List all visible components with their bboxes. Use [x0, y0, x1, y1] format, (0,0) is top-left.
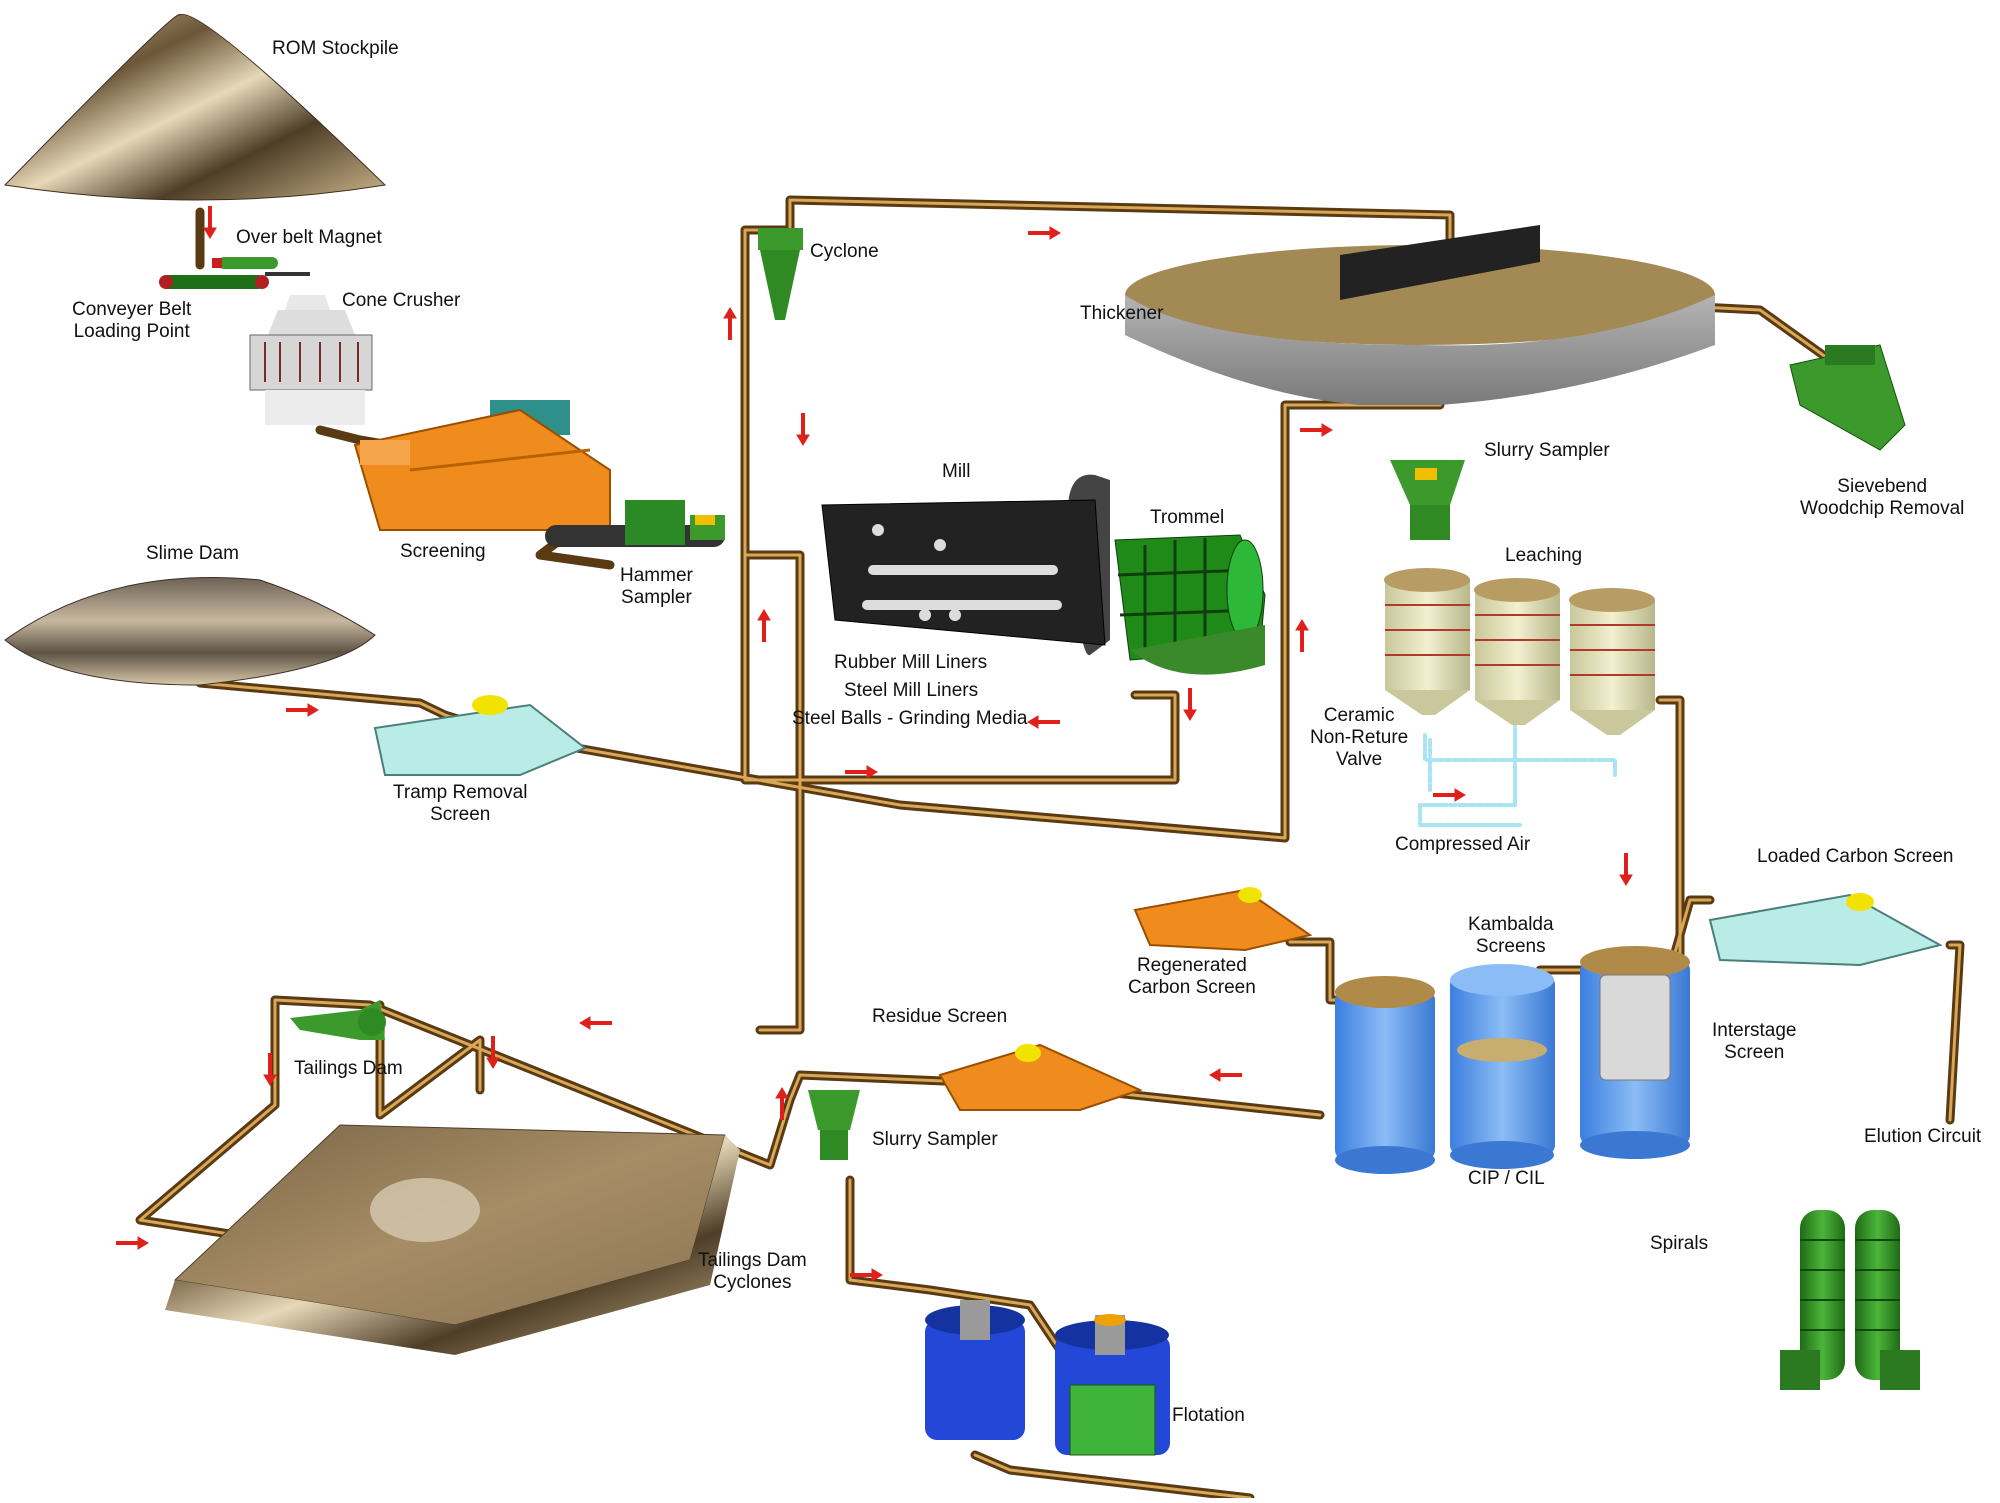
flow-arrow-head — [486, 1057, 500, 1069]
label-tramp-removal-screen: Tramp Removal Screen — [393, 782, 528, 825]
hammer-sampler-unit — [545, 500, 725, 547]
flow-arrow-head — [866, 765, 878, 779]
flow-arrow-head — [757, 609, 771, 621]
flow-arrow-head — [1321, 423, 1333, 437]
loaded-carbon-screen-unit — [1708, 893, 1943, 967]
label-loaded-carbon-screen: Loaded Carbon Screen — [1757, 846, 1954, 867]
flotation-unit — [925, 1300, 1170, 1456]
flow-arrow-head — [1209, 1068, 1221, 1082]
tailings-pump — [290, 1000, 386, 1040]
label-elution-circuit: Elution Circuit — [1864, 1126, 1982, 1147]
spirals-unit — [1780, 1210, 1920, 1390]
label-slurry-sampler-top: Slurry Sampler — [1484, 440, 1610, 461]
label-trommel: Trommel — [1150, 507, 1225, 528]
mill — [821, 474, 1110, 656]
flow-arrow-head — [775, 1087, 789, 1099]
label-spirals: Spirals — [1650, 1233, 1709, 1254]
tailings-dam — [165, 1124, 740, 1355]
label-hammer-sampler: Hammer Sampler — [620, 565, 693, 608]
flow-arrow-head — [1183, 709, 1197, 721]
label-over-belt-magnet: Over belt Magnet — [236, 227, 382, 248]
label-screening: Screening — [400, 541, 486, 562]
thickener — [1125, 225, 1715, 405]
flow-arrows — [116, 206, 1633, 1282]
slime-dam — [4, 577, 376, 686]
label-tailings-dam-cyclones: Tailings Dam Cyclones — [698, 1250, 807, 1293]
flow-arrow-head — [1295, 619, 1309, 631]
trommel — [1114, 534, 1266, 675]
residue-screen-unit — [938, 1043, 1143, 1111]
label-leaching: Leaching — [1505, 545, 1583, 566]
label-regenerated-carbon-screen: Regenerated Carbon Screen — [1128, 955, 1256, 998]
cone-crusher — [249, 295, 373, 425]
label-cyclone: Cyclone — [810, 241, 879, 262]
label-mill: Mill — [942, 461, 971, 482]
label-sievebend: Sievebend Woodchip Removal — [1800, 476, 1965, 519]
compressed-air-line — [1418, 718, 1617, 827]
flow-arrow-head — [263, 1074, 277, 1086]
label-interstage-screen: Interstage Screen — [1712, 1020, 1797, 1063]
label-rubber-mill-liners: Rubber Mill Liners — [834, 652, 988, 673]
tramp-removal-screen-unit — [373, 695, 587, 776]
regenerated-carbon-screen-unit — [1133, 887, 1313, 952]
label-cone-crusher: Cone Crusher — [342, 290, 461, 311]
slurry-sampler-top-unit — [1390, 460, 1465, 540]
sievebend-unit — [1789, 344, 1906, 451]
label-steel-balls: Steel Balls - Grinding Media — [792, 708, 1028, 729]
label-tailings-dam: Tailings Dam — [294, 1058, 403, 1079]
flow-arrow-head — [137, 1236, 149, 1250]
flow-arrow-head — [723, 307, 737, 319]
label-compressed-air: Compressed Air — [1395, 834, 1531, 855]
label-slime-dam: Slime Dam — [146, 543, 239, 564]
flow-arrow-head — [307, 703, 319, 717]
label-residue-screen: Residue Screen — [872, 1006, 1008, 1027]
label-flotation: Flotation — [1172, 1405, 1245, 1426]
flow-arrow-head — [579, 1016, 591, 1030]
over-belt-magnet — [212, 257, 278, 269]
leaching-tanks — [1384, 568, 1655, 735]
conveyer-belt — [159, 272, 310, 289]
cip-cil-tanks — [1335, 946, 1690, 1174]
slurry-sampler-bottom-unit — [808, 1090, 860, 1160]
rom-stockpile — [3, 13, 387, 201]
label-ceramic-valve: Ceramic Non-Reture Valve — [1310, 705, 1409, 770]
flow-arrow-head — [796, 434, 810, 446]
label-cip-cil: CIP / CIL — [1468, 1168, 1545, 1189]
flow-arrow-head — [1454, 788, 1466, 802]
label-slurry-sampler-bottom: Slurry Sampler — [872, 1129, 998, 1150]
cyclone — [758, 228, 803, 320]
flow-arrow-head — [871, 1268, 883, 1282]
label-rom-stockpile: ROM Stockpile — [272, 38, 399, 59]
flow-arrow-head — [1027, 715, 1039, 729]
flow-arrow-head — [1619, 874, 1633, 886]
screening-unit — [353, 400, 611, 531]
flow-arrow-head — [203, 227, 217, 239]
label-kambalda-screens: Kambalda Screens — [1468, 914, 1554, 957]
label-thickener: Thickener — [1080, 303, 1164, 324]
label-steel-mill-liners: Steel Mill Liners — [844, 680, 979, 701]
label-conveyer-belt: Conveyer Belt Loading Point — [72, 299, 192, 342]
flow-arrow-head — [1049, 226, 1061, 240]
